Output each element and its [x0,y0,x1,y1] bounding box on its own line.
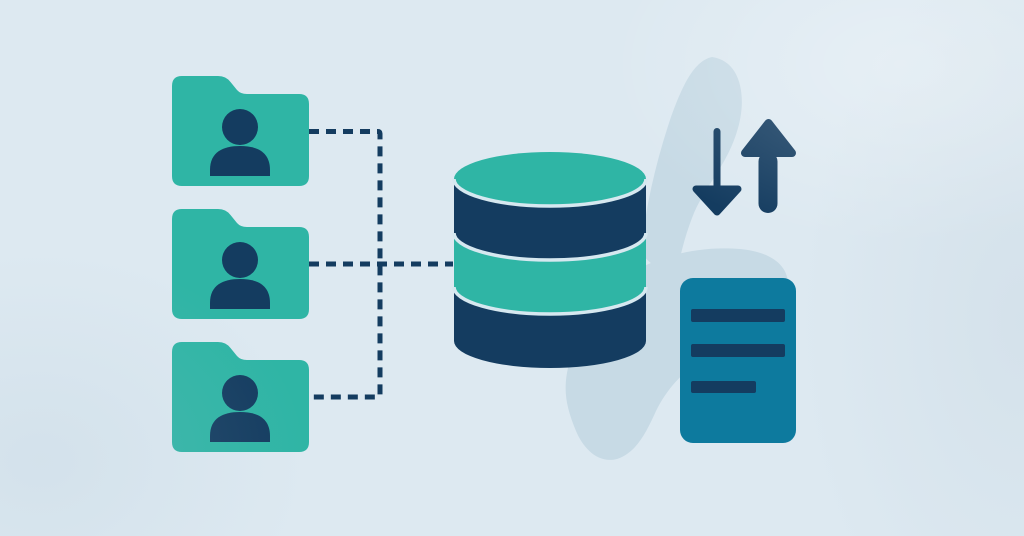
user-icon [210,109,270,176]
database-separator-1 [452,178,648,208]
user-head [222,109,258,145]
document-line-1 [691,309,785,322]
document-line-3 [691,381,756,393]
user-head [222,375,258,411]
user-folder-3 [172,342,309,452]
database-icon [452,152,648,368]
user-folder-2 [172,209,309,319]
user-body [210,412,270,442]
connector-dashed-bracket [309,129,383,400]
up-arrow-stem [758,152,778,213]
database-separator-3 [452,286,648,316]
database-band-2 [454,233,646,314]
document-icon [680,278,796,443]
database-separator-2 [452,232,648,262]
down-arrow-stem [713,128,721,190]
document-line-2 [691,344,785,357]
user-icon [210,242,270,309]
swoosh-upper-shape [641,57,742,273]
up-arrow-icon [741,119,796,213]
user-body [210,279,270,309]
user-body [210,146,270,176]
database-band-1 [454,179,646,260]
user-head [222,242,258,278]
database-band-3 [454,287,646,368]
user-folder-1 [172,76,309,186]
down-arrow-icon [692,128,742,216]
document-body [680,278,796,443]
database-top-ellipse [454,152,646,206]
user-icon [210,375,270,442]
down-arrow-head [692,185,742,216]
